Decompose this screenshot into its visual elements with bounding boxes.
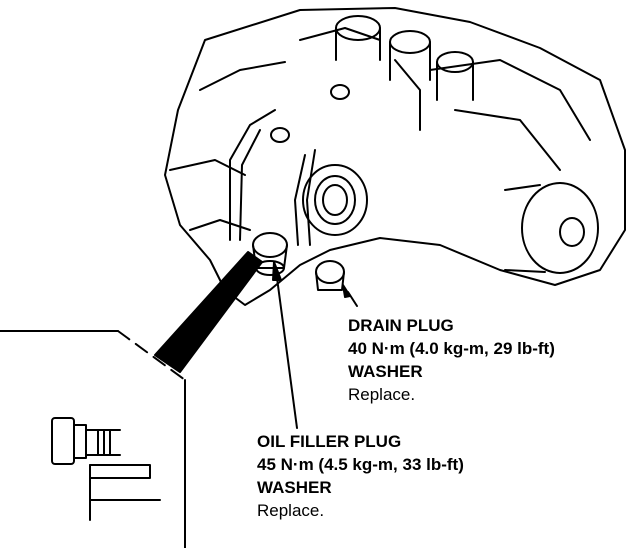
drain-plug-callout: DRAIN PLUG 40 N·m (4.0 kg-m, 29 lb-ft) W… xyxy=(348,314,555,406)
transmission-case xyxy=(164,7,626,306)
case-bosses xyxy=(270,15,474,143)
drain-plug-icon xyxy=(315,260,345,291)
seal-bore xyxy=(302,164,368,236)
detail-panel xyxy=(0,330,186,548)
detail-bolt-icon xyxy=(51,417,161,521)
drain-plug-torque: 40 N·m (4.0 kg-m, 29 lb-ft) xyxy=(348,339,555,358)
output-boss xyxy=(504,182,599,274)
case-ribs xyxy=(229,109,316,246)
detail-pointer xyxy=(154,251,263,373)
drain-plug-label: DRAIN PLUG xyxy=(348,316,454,335)
oil-filler-plug-washer: WASHER xyxy=(257,478,332,497)
oil-filler-plug-callout: OIL FILLER PLUG 45 N·m (4.5 kg-m, 33 lb-… xyxy=(257,430,464,522)
oil-filler-plug-action: Replace. xyxy=(257,501,325,520)
drain-plug-action: Replace. xyxy=(348,385,416,404)
oil-filler-plug-torque: 45 N·m (4.5 kg-m, 33 lb-ft) xyxy=(257,455,464,474)
drain-plug-washer: WASHER xyxy=(348,362,423,381)
oil-filler-plug-label: OIL FILLER PLUG xyxy=(257,432,402,451)
leader-lines xyxy=(272,261,358,429)
